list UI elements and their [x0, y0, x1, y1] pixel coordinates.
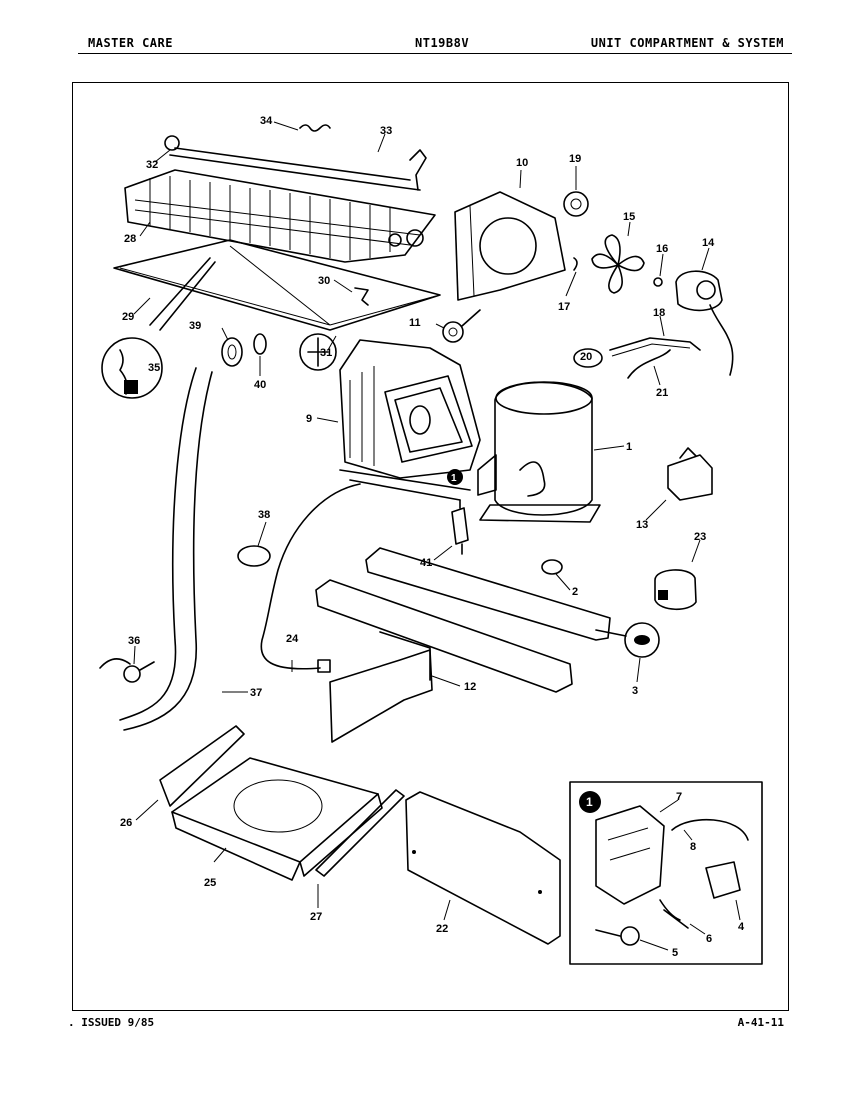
part-17-clip [573, 257, 578, 271]
part-33-tube [169, 147, 427, 191]
part-19-bushing [563, 191, 589, 217]
part-12-base-rail [315, 547, 611, 743]
part-29-bottom-panel [113, 239, 441, 331]
callout-26: 26 [120, 817, 132, 829]
part-36-clamp [99, 658, 155, 683]
header-model-number: NT19B8V [415, 36, 470, 50]
part-30-clip [354, 287, 369, 306]
part-22-cover-panel [405, 791, 561, 945]
callout-37: 37 [250, 687, 262, 699]
part-26-bracket [159, 725, 245, 807]
part-13-relay [667, 447, 713, 501]
part-25-drain-pan [171, 757, 383, 881]
callout-18: 18 [653, 307, 665, 319]
part-1-compressor [477, 381, 601, 523]
callout-5: 5 [672, 947, 678, 959]
callout-21: 21 [656, 387, 668, 399]
callout-29: 29 [122, 311, 134, 323]
detail-marker-1-label: 1 [451, 473, 457, 484]
part-9-evaporator-shroud [339, 339, 481, 479]
callout-20: 20 [580, 351, 592, 363]
part-24-power-cord [260, 483, 361, 673]
callout-7: 7 [676, 791, 682, 803]
part-35-detail-circle [101, 257, 216, 399]
callout-36: 36 [128, 635, 140, 647]
callout-40: 40 [254, 379, 266, 391]
part-10-fan-shroud [454, 191, 566, 301]
part-37-drain-hose [119, 367, 213, 731]
callout-27: 27 [310, 911, 322, 923]
callout-12: 12 [464, 681, 476, 693]
callout-38: 38 [258, 509, 270, 521]
callout-leaders [133, 121, 741, 951]
part-23-overload [654, 569, 697, 611]
callout-15: 15 [623, 211, 635, 223]
callout-8: 8 [690, 841, 696, 853]
part-14-fan-motor [675, 270, 734, 376]
callout-33: 33 [380, 125, 392, 137]
part-38-strap [237, 545, 271, 567]
callout-14: 14 [702, 237, 715, 249]
part-2-grommet [541, 559, 563, 575]
callout-24: 24 [286, 633, 299, 645]
part-18-wire [609, 337, 701, 357]
callout-39: 39 [189, 320, 201, 332]
part-27-strip [315, 789, 405, 877]
part-16-nut [653, 277, 663, 287]
detail-inset-box [569, 781, 763, 965]
footer-page-code: A-41-11 [737, 1016, 784, 1029]
callout-4: 4 [738, 921, 745, 933]
part-11-grommet [442, 309, 481, 343]
callout-6: 6 [706, 933, 712, 945]
callout-11: 11 [409, 317, 421, 329]
part-28-condenser-coil [124, 169, 436, 263]
callout-16: 16 [656, 243, 668, 255]
part-34-wire [299, 124, 331, 132]
callout-1: 1 [626, 441, 632, 453]
callout-2: 2 [572, 586, 578, 598]
callout-19: 19 [569, 153, 581, 165]
part-39-grommet [221, 337, 243, 367]
header-section-title: UNIT COMPARTMENT & SYSTEM [590, 36, 784, 50]
callout-25: 25 [204, 877, 216, 889]
callout-23: 23 [694, 531, 706, 543]
part-15-fan-blade [591, 234, 645, 294]
header-rule [78, 53, 792, 54]
detail-marker-1 [447, 469, 463, 485]
part-41-drier [451, 499, 469, 555]
callout-30: 30 [318, 275, 330, 287]
diagram-frame [72, 82, 789, 1011]
callout-13: 13 [636, 519, 648, 531]
callout-41: 41 [420, 557, 432, 569]
part-21-wire [627, 349, 671, 379]
callout-22: 22 [436, 923, 448, 935]
callout-9: 9 [306, 413, 312, 425]
footer-issued-date: . ISSUED 9/85 [68, 1016, 155, 1029]
callout-35: 35 [148, 362, 160, 374]
callout-31: 31 [320, 347, 332, 359]
part-3-detail-circle [595, 622, 660, 658]
part-40-grommet [253, 333, 267, 355]
detail-inset-marker-label: 1 [586, 795, 593, 809]
callout-34: 34 [260, 115, 273, 127]
connecting-tubing [339, 469, 471, 501]
callout-3: 3 [632, 685, 638, 697]
callout-32: 32 [146, 159, 158, 171]
header-brand: MASTER CARE [88, 36, 173, 50]
callout-10: 10 [516, 157, 528, 169]
part-31-detail-circle [299, 333, 337, 371]
part-32-clip [164, 135, 180, 151]
callout-17: 17 [558, 301, 570, 313]
part-20-grommet [573, 348, 603, 368]
callout-28: 28 [124, 233, 136, 245]
